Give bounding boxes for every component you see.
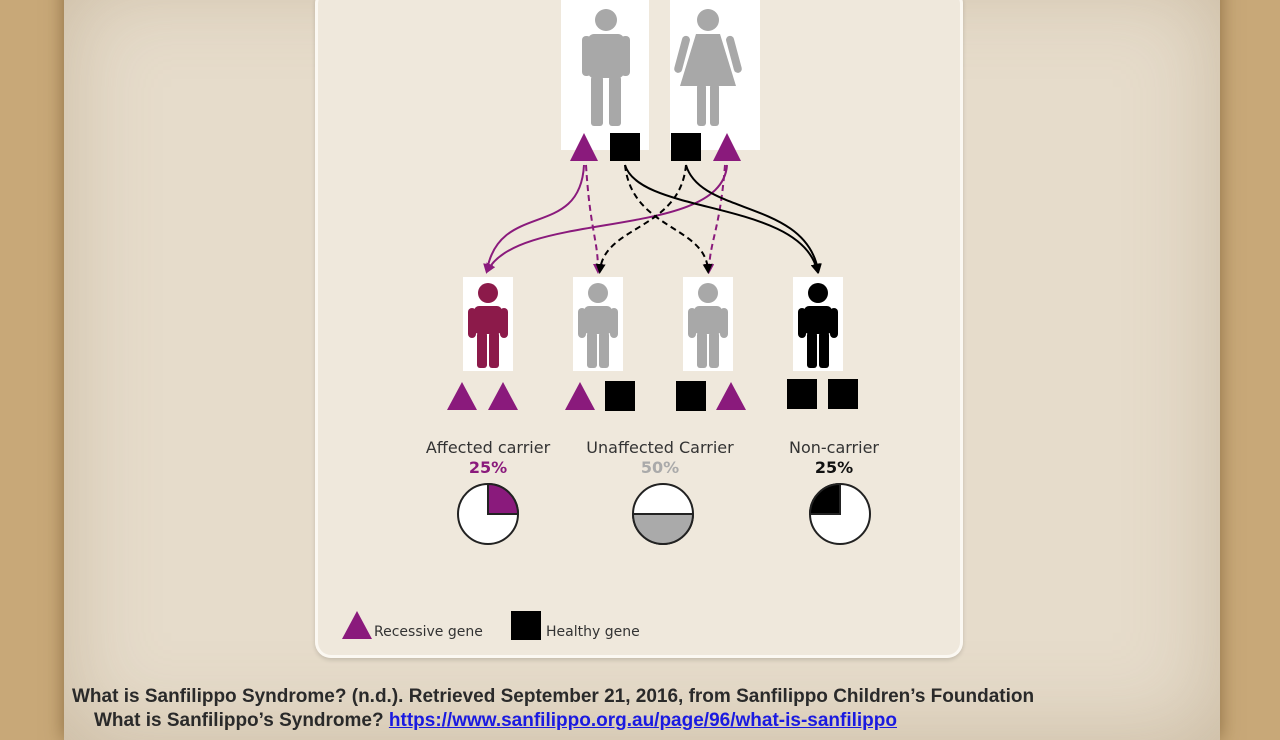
father-icon xyxy=(582,9,630,126)
label-noncarrier: Non-carrier xyxy=(788,438,879,457)
arrow-mother-to-child4 xyxy=(685,164,822,274)
child2-gene-a xyxy=(565,382,595,410)
label-carrier: Unaffected Carrier xyxy=(586,438,734,457)
arrow-father-to-child1 xyxy=(483,164,585,274)
mother-recessive-gene xyxy=(713,133,741,161)
child-carrier-icon-1 xyxy=(578,283,618,368)
legend-healthy-label: Healthy gene xyxy=(546,624,640,640)
legend-healthy-icon xyxy=(511,611,541,640)
mother-icon xyxy=(674,9,742,126)
father-healthy-gene xyxy=(610,133,640,161)
percent-carrier: 50% xyxy=(640,458,680,477)
percent-noncarrier: 25% xyxy=(814,458,854,477)
child4-gene-b xyxy=(828,379,858,409)
father-recessive-gene xyxy=(570,133,598,161)
legend-recessive-icon xyxy=(342,611,372,639)
citation-line2-text: What is Sanfilippo’s Syndrome? xyxy=(94,710,389,731)
arrow-father-to-child3 xyxy=(624,164,713,274)
inheritance-diagram xyxy=(342,0,871,640)
pie-noncarrier xyxy=(808,482,871,545)
child4-gene-a xyxy=(787,379,817,409)
child-affected-icon xyxy=(468,283,508,368)
child3-gene-b xyxy=(716,382,746,410)
arrow-father-to-child4 xyxy=(624,164,821,274)
arrow-father-to-child2 xyxy=(585,164,603,274)
label-affected: Affected carrier xyxy=(425,438,551,457)
legend-recessive-label: Recessive gene xyxy=(374,624,483,640)
pie-affected xyxy=(457,482,520,545)
child3-gene-a xyxy=(676,381,706,411)
arrow-mother-to-child1 xyxy=(486,164,728,274)
arrow-mother-to-child3 xyxy=(704,164,726,274)
child-noncarrier-icon xyxy=(798,283,838,368)
percent-affected: 25% xyxy=(468,458,508,477)
child1-gene-a xyxy=(447,382,477,410)
child2-gene-b xyxy=(605,381,635,411)
child-carrier-icon-2 xyxy=(688,283,728,368)
citation-line2: What is Sanfilippo’s Syndrome? https://w… xyxy=(94,710,897,732)
pie-carrier xyxy=(631,483,695,545)
child1-gene-b xyxy=(488,382,518,410)
citation-line1: What is Sanfilippo Syndrome? (n.d.). Ret… xyxy=(72,686,1035,707)
mother-healthy-gene xyxy=(671,133,701,161)
citation-link[interactable]: https://www.sanfilippo.org.au/page/96/wh… xyxy=(388,710,897,731)
arrow-mother-to-child2 xyxy=(595,164,687,274)
